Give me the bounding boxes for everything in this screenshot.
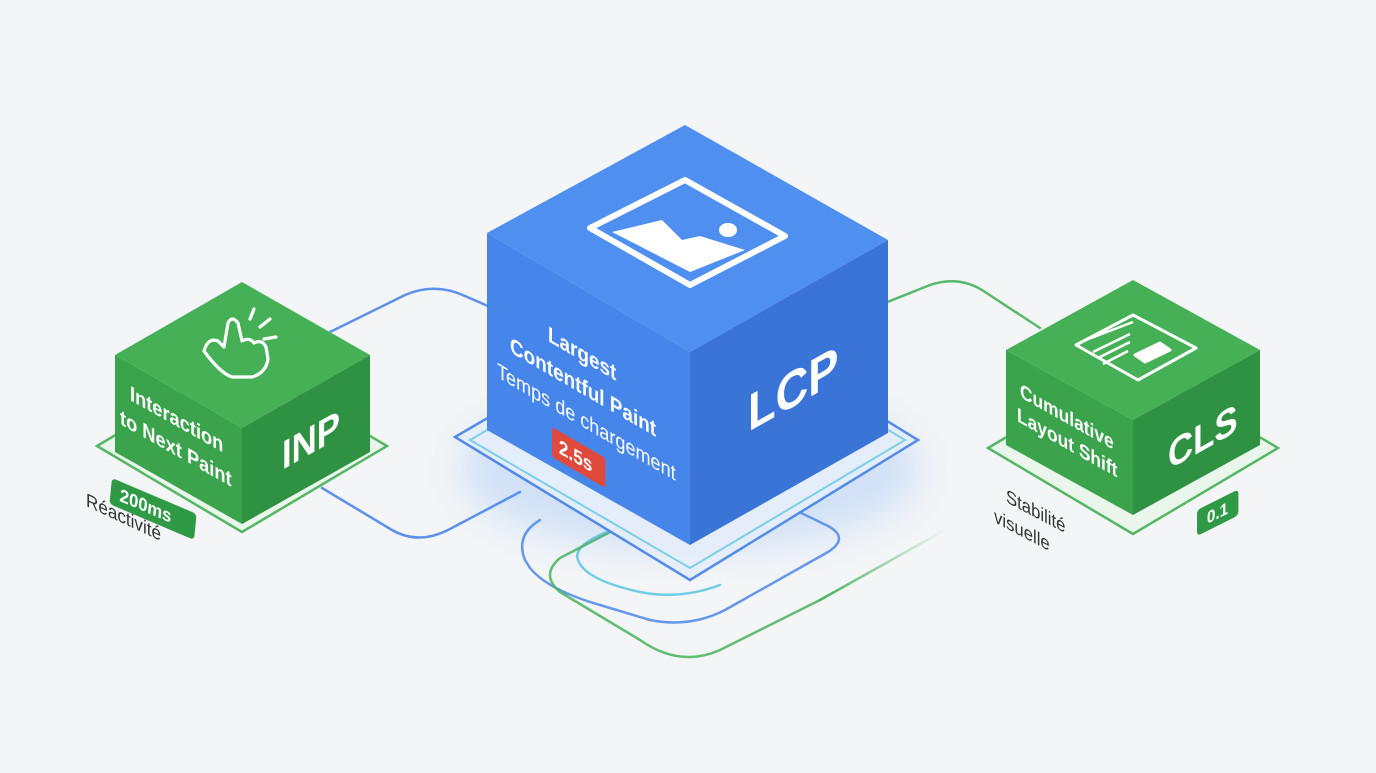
connector-fade-green: [818, 528, 947, 602]
connector-inp-floor: [320, 486, 522, 539]
pointing-hand-icon: [202, 307, 278, 379]
image-icon: [587, 177, 788, 288]
inp-block: Interaction to Next Paint INP: [94, 282, 390, 534]
lcp-cube-left: [487, 233, 690, 545]
connector-loop-blue: [520, 508, 841, 624]
lcp-block: Largest Contentful Paint Temps de charge…: [452, 125, 921, 582]
cls-cube-left: [1006, 350, 1133, 515]
cls-value-badge: 0.1: [1197, 490, 1239, 535]
inp-cube-top: [115, 282, 370, 428]
connection-lines: [320, 280, 1042, 659]
inp-cube-right: [242, 355, 370, 524]
cls-block: Cumulative Layout Shift CLS: [985, 280, 1281, 536]
inp-cube-left: [115, 355, 242, 524]
connector-loop-green: [548, 526, 822, 659]
connector-inp-lcp: [328, 287, 522, 334]
cls-cube-right: [1133, 350, 1260, 515]
lcp-cube-right: [690, 240, 888, 545]
connector-lcp-cls: [878, 280, 1042, 330]
browser-window-icon: [1074, 313, 1198, 382]
lcp-cube-top: [487, 125, 888, 352]
